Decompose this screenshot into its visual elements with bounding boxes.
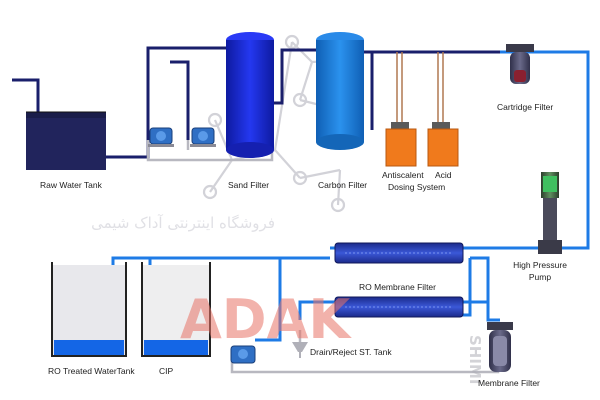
pump-icon bbox=[148, 127, 174, 147]
label-ro-treated-water-tank: RO Treated WaterTank bbox=[48, 366, 135, 376]
high-pressure-pump bbox=[538, 172, 562, 254]
cip-tank bbox=[141, 262, 211, 357]
pretreatment-pipes bbox=[12, 46, 500, 159]
watermark-brand: ADAK bbox=[180, 288, 352, 351]
label-cip: CIP bbox=[159, 366, 174, 376]
drain-funnel-icon bbox=[292, 342, 308, 358]
molecule-watermark-icon bbox=[202, 34, 356, 213]
watermark: ADAK SHIMI فروشگاه اینترنتی آداک شیمی bbox=[91, 214, 484, 384]
pump-icon bbox=[230, 345, 256, 364]
label-sand-filter: Sand Filter bbox=[228, 180, 269, 190]
ro-membrane-filter-upper bbox=[334, 242, 464, 264]
label-dosing-system: Dosing System bbox=[388, 182, 445, 192]
membrane-filter-vessel bbox=[487, 322, 513, 372]
label-raw-water-tank: Raw Water Tank bbox=[40, 180, 103, 190]
ro-treated-water-tank bbox=[51, 262, 127, 357]
label-carbon-filter: Carbon Filter bbox=[318, 180, 367, 190]
raw-water-tank bbox=[26, 111, 106, 170]
label-membrane-filter: Membrane Filter bbox=[478, 378, 540, 388]
label-high-pressure: High Pressure bbox=[513, 260, 567, 270]
antiscalent-dosing-tank bbox=[385, 122, 417, 167]
label-cartridge-filter: Cartridge Filter bbox=[497, 102, 553, 112]
label-ro-membrane-filter: RO Membrane Filter bbox=[359, 282, 436, 292]
watermark-brand-sub: SHIMI bbox=[466, 335, 484, 384]
dosing-lines bbox=[396, 52, 444, 124]
cartridge-filter-vessel bbox=[506, 44, 534, 84]
label-antiscalent: Antiscalent bbox=[382, 170, 424, 180]
sand-filter-vessel bbox=[226, 32, 274, 158]
label-drain-reject-tank: Drain/Reject ST. Tank bbox=[310, 347, 392, 357]
carbon-filter-vessel bbox=[316, 32, 364, 150]
label-acid: Acid bbox=[435, 170, 452, 180]
label-pump: Pump bbox=[529, 272, 551, 282]
pump-icon bbox=[190, 127, 216, 147]
acid-dosing-tank bbox=[427, 122, 459, 167]
watermark-persian: فروشگاه اینترنتی آداک شیمی bbox=[91, 214, 275, 232]
ro-membrane-filter-lower bbox=[334, 296, 464, 318]
